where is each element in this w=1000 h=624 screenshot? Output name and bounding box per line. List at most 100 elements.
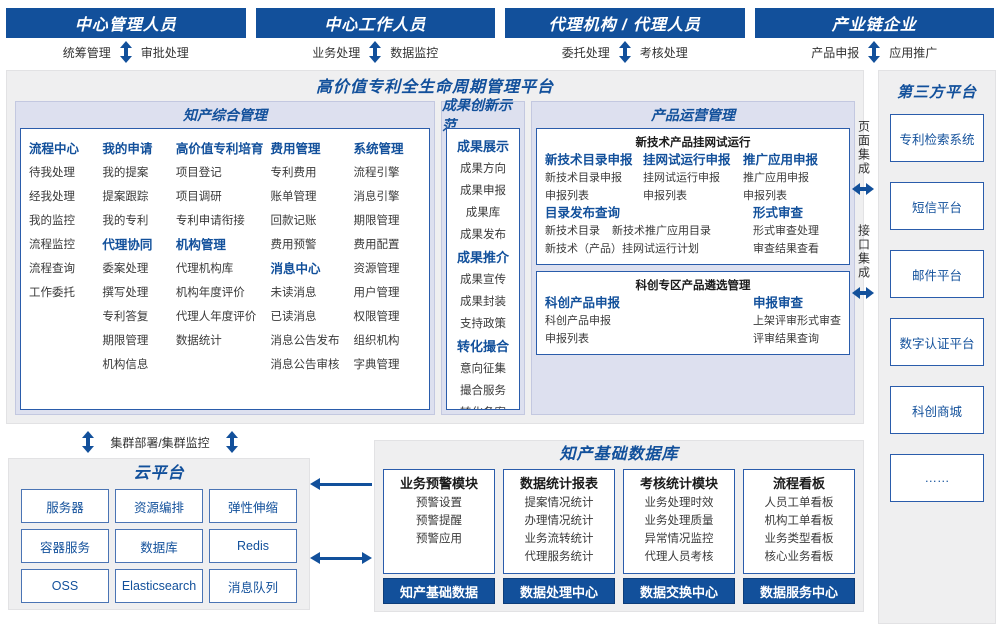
cloud-item[interactable]: 弹性伸缩: [209, 489, 297, 523]
panel-group-header[interactable]: 新技术目录申报: [545, 153, 633, 167]
database-card-item[interactable]: 业务类型看板: [764, 533, 834, 545]
menu-group-header[interactable]: 成果推介: [456, 250, 509, 265]
database-card-item[interactable]: 预警提醒: [416, 515, 462, 527]
menu-item[interactable]: 专利申请衔接: [175, 215, 245, 227]
menu-item[interactable]: 字典管理: [353, 359, 400, 371]
third-party-item[interactable]: ……: [890, 454, 984, 502]
menu-group-header[interactable]: 机构管理: [175, 238, 226, 252]
menu-item[interactable]: 费用配置: [353, 239, 400, 251]
database-bar[interactable]: 数据服务中心: [743, 578, 855, 604]
cloud-item[interactable]: 服务器: [21, 489, 109, 523]
menu-item[interactable]: 消息公告审核: [270, 359, 340, 371]
menu-group-header[interactable]: 流程中心: [29, 142, 80, 156]
database-card-item[interactable]: 预警应用: [416, 533, 462, 545]
menu-item[interactable]: 成果申报: [460, 185, 506, 197]
menu-group-header[interactable]: 成果展示: [456, 139, 509, 154]
panel-item[interactable]: 申报列表: [545, 333, 589, 345]
database-bar[interactable]: 数据处理中心: [503, 578, 615, 604]
panel-item[interactable]: 申报列表: [545, 190, 589, 202]
menu-item[interactable]: 经我处理: [29, 191, 75, 203]
menu-item[interactable]: 成果宣传: [460, 274, 506, 286]
third-party-item[interactable]: 科创商城: [890, 386, 984, 434]
panel-group-header[interactable]: 申报审查: [753, 296, 804, 310]
database-card-item[interactable]: 业务流转统计: [524, 533, 594, 545]
cloud-item[interactable]: Elasticsearch: [115, 569, 203, 603]
menu-item[interactable]: 意向征集: [460, 363, 506, 375]
database-card-item[interactable]: 代理服务统计: [524, 551, 594, 563]
menu-item[interactable]: 机构年度评价: [175, 287, 245, 299]
database-bar[interactable]: 数据交换中心: [623, 578, 735, 604]
panel-item[interactable]: 申报列表: [643, 190, 687, 202]
menu-item[interactable]: 委案处理: [102, 263, 149, 275]
database-card-item[interactable]: 核心业务看板: [764, 551, 834, 563]
third-party-item[interactable]: 短信平台: [890, 182, 984, 230]
menu-item[interactable]: 流程监控: [29, 239, 75, 251]
panel-group-header[interactable]: 推广应用申报: [743, 153, 819, 167]
database-card-item[interactable]: 代理人员考核: [644, 551, 714, 563]
menu-item[interactable]: 我的专利: [102, 215, 149, 227]
database-card-item[interactable]: 机构工单看板: [764, 515, 834, 527]
menu-item[interactable]: 数据统计: [175, 335, 222, 347]
menu-item[interactable]: 代理机构库: [175, 263, 234, 275]
cloud-item[interactable]: 数据库: [115, 529, 203, 563]
menu-item[interactable]: 我的提案: [102, 167, 149, 179]
menu-group-header[interactable]: 转化撮合: [456, 339, 509, 354]
menu-group-header[interactable]: 系统管理: [353, 142, 404, 156]
menu-group-header[interactable]: 代理协同: [102, 238, 153, 252]
panel-item[interactable]: 形式审查处理: [753, 225, 819, 237]
cloud-item[interactable]: OSS: [21, 569, 109, 603]
cloud-item[interactable]: 容器服务: [21, 529, 109, 563]
panel-item[interactable]: 新技术（产品）挂网试运行计划: [545, 243, 699, 255]
menu-item[interactable]: 期限管理: [102, 335, 149, 347]
menu-item[interactable]: 支持政策: [460, 318, 506, 330]
third-party-item[interactable]: 邮件平台: [890, 250, 984, 298]
third-party-item[interactable]: 数字认证平台: [890, 318, 984, 366]
third-party-item[interactable]: 专利检索系统: [890, 114, 984, 162]
panel-item[interactable]: 新技术目录: [545, 225, 600, 237]
menu-item[interactable]: 工作委托: [29, 287, 75, 299]
panel-item[interactable]: 挂网试运行申报: [643, 172, 720, 184]
menu-group-header[interactable]: 我的申请: [102, 142, 153, 156]
cloud-item[interactable]: Redis: [209, 529, 297, 563]
menu-item[interactable]: 资源管理: [353, 263, 400, 275]
menu-item[interactable]: 消息引擎: [353, 191, 400, 203]
database-card-item[interactable]: 业务处理质量: [644, 515, 714, 527]
menu-item[interactable]: 流程查询: [29, 263, 75, 275]
panel-group-header[interactable]: 形式审查: [753, 206, 804, 220]
menu-item[interactable]: 成果方向: [460, 163, 506, 175]
database-card-item[interactable]: 业务处理时效: [644, 497, 714, 509]
panel-group-header[interactable]: 科创产品申报: [545, 296, 621, 310]
database-card-item[interactable]: 异常情况监控: [644, 533, 714, 545]
menu-group-header[interactable]: 费用管理: [270, 142, 321, 156]
menu-item[interactable]: 流程引擎: [353, 167, 400, 179]
panel-item[interactable]: 申报列表: [743, 190, 787, 202]
menu-item[interactable]: 成果发布: [460, 229, 506, 241]
menu-item[interactable]: 专利费用: [270, 167, 317, 179]
menu-item[interactable]: 成果封装: [460, 296, 506, 308]
menu-item[interactable]: 撮合服务: [460, 385, 506, 397]
database-card-item[interactable]: 提案情况统计: [524, 497, 594, 509]
database-card-item[interactable]: 办理情况统计: [524, 515, 594, 527]
panel-group-header[interactable]: 挂网试运行申报: [643, 153, 731, 167]
panel-item[interactable]: 评审结果查询: [753, 333, 819, 345]
panel-item[interactable]: 推广应用申报: [743, 172, 809, 184]
database-card-item[interactable]: 预警设置: [416, 497, 462, 509]
menu-item[interactable]: 代理人年度评价: [175, 311, 257, 323]
menu-item[interactable]: 待我处理: [29, 167, 75, 179]
panel-group-header[interactable]: 目录发布查询: [545, 206, 621, 220]
menu-item[interactable]: 机构信息: [102, 359, 149, 371]
menu-item[interactable]: 我的监控: [29, 215, 75, 227]
cloud-item[interactable]: 资源编排: [115, 489, 203, 523]
panel-item[interactable]: 审查结果查看: [753, 243, 819, 255]
menu-item[interactable]: 账单管理: [270, 191, 317, 203]
menu-item[interactable]: 未读消息: [270, 287, 317, 299]
menu-item[interactable]: 撰写处理: [102, 287, 149, 299]
menu-item[interactable]: 成果库: [465, 207, 501, 219]
panel-item[interactable]: 科创产品申报: [545, 315, 611, 327]
menu-item[interactable]: 专利答复: [102, 311, 149, 323]
menu-item[interactable]: 回款记账: [270, 215, 317, 227]
menu-group-header[interactable]: 消息中心: [270, 262, 321, 276]
database-bar[interactable]: 知产基础数据: [383, 578, 495, 604]
database-card-item[interactable]: 人员工单看板: [764, 497, 834, 509]
menu-item[interactable]: 组织机构: [353, 335, 400, 347]
